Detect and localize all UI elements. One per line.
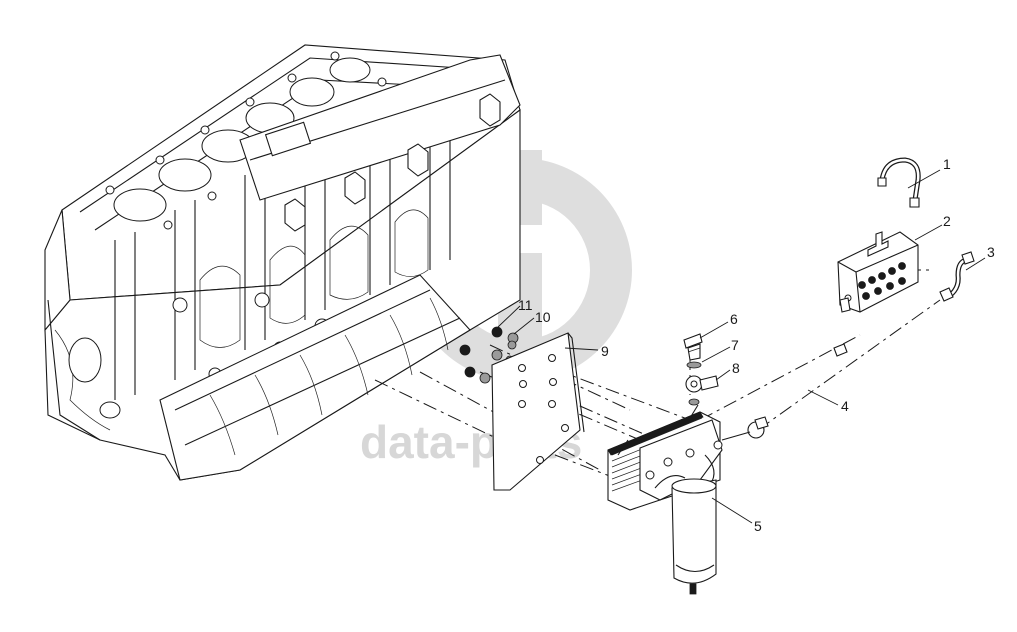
nuts-and-washers-group — [459, 326, 519, 384]
crankcase-windows — [199, 209, 429, 348]
banjo-bolt-6 — [683, 333, 703, 361]
callout-4: 4 — [841, 398, 849, 414]
callout-6: 6 — [730, 311, 738, 327]
callout-8: 8 — [732, 360, 740, 376]
engine-block — [44, 44, 521, 481]
callout-2: 2 — [943, 213, 951, 229]
oil-pipe-4 — [754, 343, 848, 430]
callout-11: 11 — [518, 297, 533, 313]
sealing-washer-7 — [686, 361, 702, 369]
leader-lines — [497, 169, 986, 524]
pipe-3 — [939, 251, 975, 302]
block-outlets — [858, 262, 906, 300]
callout-10: 10 — [535, 309, 551, 325]
oil-cooler-filter-assembly — [607, 404, 765, 595]
mounting-bracket-plate — [491, 332, 585, 491]
rail-lugs — [284, 93, 501, 232]
callout-labels: 1 2 3 4 5 6 7 8 9 10 11 — [518, 156, 995, 534]
washer-10 — [479, 332, 519, 384]
u-pipe-1 — [877, 157, 921, 208]
callout-5: 5 — [754, 518, 762, 534]
callout-3: 3 — [987, 244, 995, 260]
banjo-fitting-8 — [685, 375, 719, 406]
callout-7: 7 — [731, 337, 739, 353]
nut-11 — [459, 326, 503, 378]
distribution-block-2 — [837, 231, 919, 313]
skirt-ribs — [209, 297, 449, 456]
callout-9: 9 — [601, 343, 609, 359]
callout-1: 1 — [943, 156, 951, 172]
